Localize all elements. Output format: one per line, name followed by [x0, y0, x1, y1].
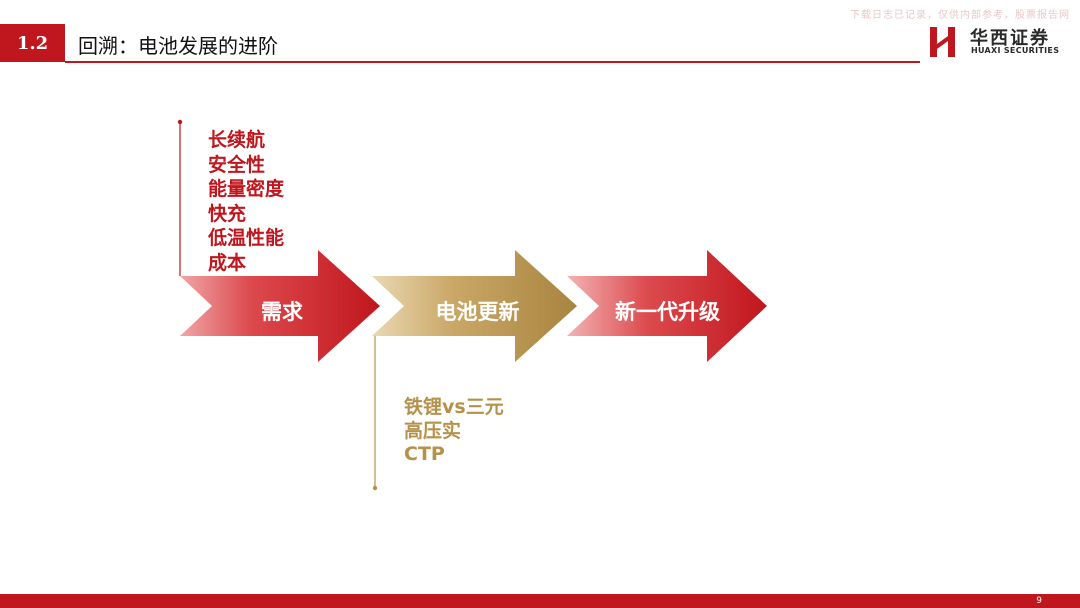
- demand-connector-dot: [177, 119, 183, 125]
- list-item: 成本: [208, 251, 247, 274]
- footer-bar: 9: [0, 594, 1080, 608]
- flow-step-label: 新一代升级: [615, 300, 720, 324]
- list-item: 铁锂vs三元: [404, 396, 504, 418]
- brand-name-cn: 华西证券: [970, 28, 1050, 49]
- flow-step-label: 电池更新: [435, 300, 520, 324]
- list-item: 长续航: [208, 129, 266, 151]
- list-item: 低温性能: [208, 227, 285, 249]
- brand-name-en: HUAXI SECURITIES: [971, 46, 1060, 55]
- list-item: CTP: [404, 443, 445, 465]
- header-divider: [65, 61, 920, 63]
- battery-list: 铁锂vs三元 高压实 CTP: [404, 396, 504, 467]
- arrow-next-gen: [567, 250, 767, 362]
- page-number: 9: [1036, 596, 1042, 606]
- battery-connector-dot: [372, 485, 378, 491]
- list-item: 能量密度: [208, 178, 285, 200]
- huaxi-logo-icon: [930, 27, 955, 57]
- section-number: 1.2: [0, 24, 65, 62]
- arrow-demand: [180, 250, 380, 362]
- flow-step-label: 需求: [261, 300, 303, 324]
- watermark-text: 下载日志已记录，仅供内部参考，股票报告网: [850, 10, 1070, 21]
- list-item: 快充: [208, 202, 247, 225]
- list-item: 高压实: [404, 419, 462, 442]
- arrow-battery-update: [372, 250, 577, 362]
- demand-list: 长续航 安全性 能量密度 快充 低温性能 成本: [208, 128, 284, 275]
- list-item: 安全性: [208, 153, 266, 176]
- page-title: 回溯：电池发展的进阶: [78, 34, 278, 58]
